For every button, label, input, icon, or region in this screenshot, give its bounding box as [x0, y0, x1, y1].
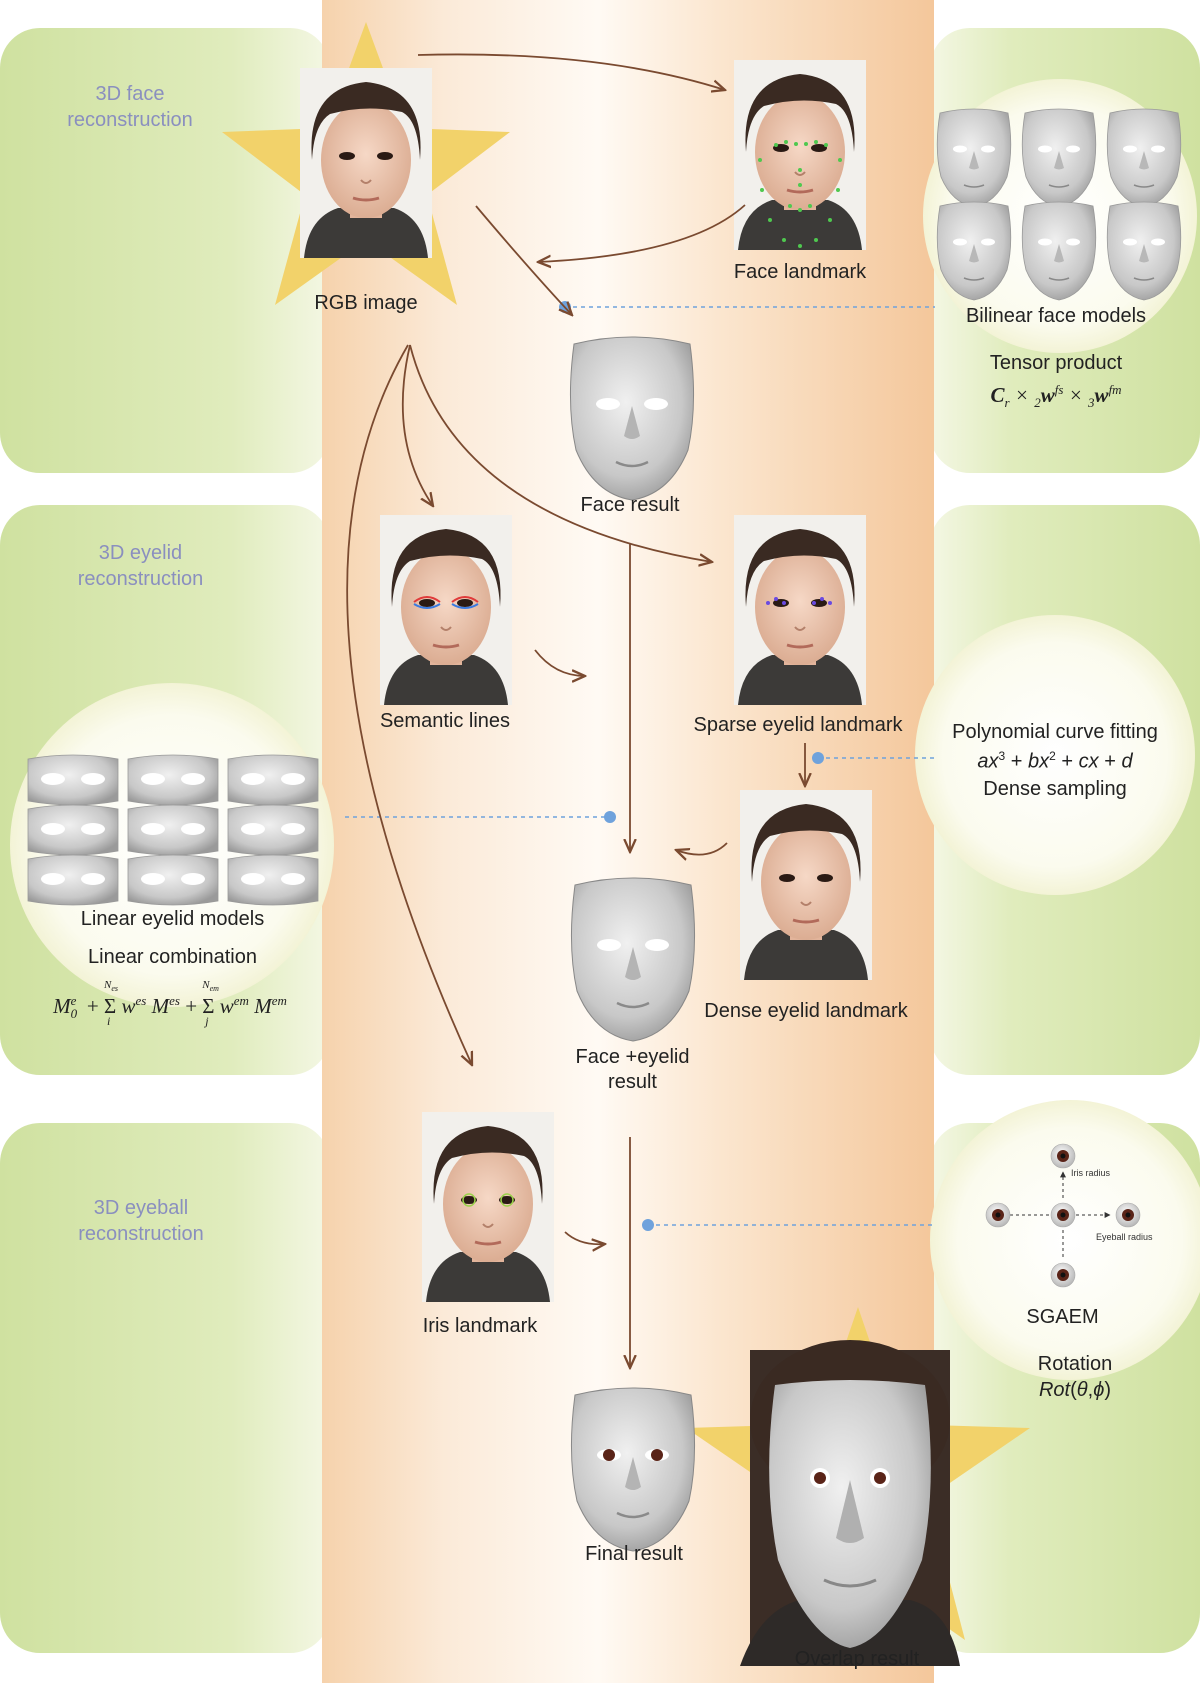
label-polynomial-curve-fitting: Polynomial curve fitting — [952, 721, 1158, 743]
label-face-eyelid-result: Face +eyelid result — [575, 1046, 690, 1093]
face-landmark-photo — [732, 58, 868, 252]
polynomial-circle — [915, 615, 1195, 895]
label-iris-radius: Iris radius — [1071, 1168, 1111, 1178]
label-dense-eyelid-landmark: Dense eyelid landmark — [704, 1000, 908, 1022]
section-title-eyeball: 3D eyeball reconstruction — [78, 1197, 204, 1245]
eyelid-models-grid — [27, 754, 319, 906]
label-iris-landmark: Iris landmark — [422, 1315, 538, 1337]
sparse-eyelid-dots — [766, 597, 832, 605]
semantic-lines-photo — [378, 513, 514, 707]
label-eyeball-radius: Eyeball radius — [1096, 1232, 1153, 1242]
sgaem-circle — [930, 1100, 1200, 1380]
label-linear-eyelid-models: Linear eyelid models — [80, 908, 265, 930]
label-dense-sampling: Dense sampling — [983, 778, 1127, 800]
label-bilinear-face-models: Bilinear face models — [965, 305, 1147, 327]
label-semantic-lines: Semantic lines — [379, 710, 511, 732]
label-sgaem: SGAEM — [1026, 1306, 1099, 1328]
section-title-face: 3D face reconstruction — [67, 83, 193, 131]
label-face-landmark: Face landmark — [733, 261, 867, 283]
sgaem-graphic — [985, 1143, 1141, 1288]
final-result-mask — [570, 1386, 696, 1553]
rgb-image-photo — [298, 66, 434, 260]
iris-landmark-photo — [420, 1110, 556, 1304]
landmark-dots — [758, 140, 842, 248]
formula-tensor-product: Cr × 2wfs × 3wfm — [990, 382, 1122, 411]
label-face-result: Face result — [580, 494, 680, 516]
label-rotation: Rotation — [1037, 1353, 1113, 1375]
label-rgb-image: RGB image — [314, 292, 418, 314]
label-linear-combination: Linear combination — [88, 946, 257, 968]
bilinear-models-grid — [936, 108, 1182, 301]
label-tensor-product: Tensor product — [989, 352, 1123, 374]
panel-eyeball-left — [0, 1123, 330, 1653]
overlap-result-image — [740, 1340, 960, 1666]
formula-rotation: Rot(θ,ϕ) — [1038, 1379, 1111, 1401]
label-sparse-eyelid-landmark: Sparse eyelid landmark — [693, 714, 903, 736]
label-final-result: Final result — [585, 1543, 683, 1565]
dense-eyelid-photo — [738, 788, 874, 982]
semantic-eye-lines — [413, 596, 479, 609]
label-overlap-result: Overlap result — [794, 1648, 920, 1670]
sparse-eyelid-photo — [732, 513, 868, 707]
section-title-eyelid: 3D eyelid reconstruction — [77, 542, 204, 590]
formula-polynomial: ax3 + bx2 + cx + d — [977, 749, 1133, 773]
dashed-connectors — [345, 306, 938, 1226]
flow-arrows — [346, 53, 805, 1368]
iris-rings — [462, 1193, 514, 1207]
